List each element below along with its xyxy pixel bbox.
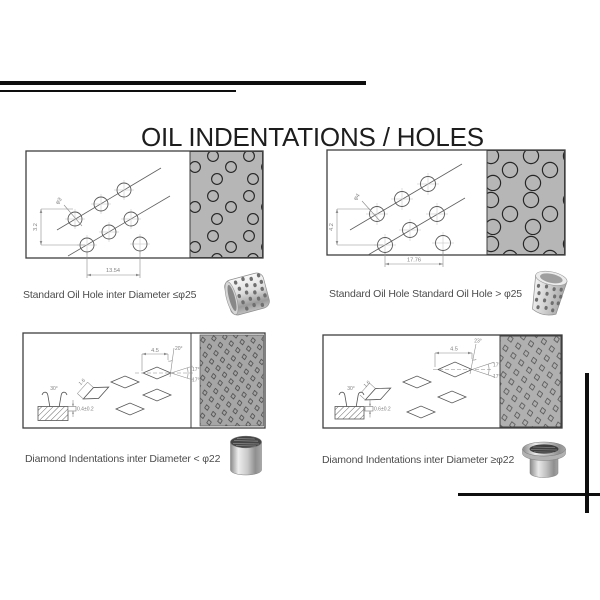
hole-spacing-label: 13.54 [106, 268, 120, 274]
caption-standard-oil-hole-small: Standard Oil Hole inter Diameter ≤φ25 [23, 289, 197, 301]
indentation-profile [41, 391, 68, 407]
bushing-photo-plain-cylinder [230, 435, 262, 476]
oil-hole-texture-swatch [189, 151, 263, 258]
diagonal-dimension [434, 343, 477, 375]
flank-angle-top-label: 17° [493, 363, 501, 369]
technical-drawing-diamond-large: 17° 17° 4.5 23° 1.6 30° 0.6±0.2 [322, 334, 563, 429]
oil-holes [369, 176, 451, 253]
diagonal-label: 4.5 [151, 348, 159, 354]
dimension-arrows [39, 209, 140, 277]
flank-angle-fan [170, 365, 194, 381]
flank-angle-top-label: 17° [192, 367, 200, 373]
depth-label: 0.4±0.2 [77, 407, 94, 413]
depth-dimension [67, 400, 77, 417]
technical-drawing-oil-holes-large: φ4 4.2 17.76 [326, 149, 566, 267]
diagonal-dimension-arrows [142, 352, 168, 356]
diamond-texture-swatch [499, 335, 562, 428]
flank-angle-bottom-label: 17° [192, 378, 200, 384]
depth-dimension [364, 400, 374, 418]
bushing-photo-perforated-small [224, 272, 270, 316]
diagonal-label: 4.5 [450, 347, 458, 353]
diamond-texture-swatch [199, 334, 264, 427]
technical-drawing-oil-holes-small: φ3 3.2 13.54 [25, 150, 264, 278]
profile-angle-label: 30° [50, 386, 58, 392]
hole-diameter-label: φ4 [353, 193, 362, 202]
indentation-profile [338, 391, 365, 407]
hole-diameter-label: φ3 [55, 197, 64, 206]
caption-diamond-indentations-large: Diamond Indentations inter Diameter ≥φ22 [322, 454, 515, 466]
right-decorative-line-vertical [585, 373, 589, 513]
page-title: OIL INDENTATIONS / HOLES [141, 122, 484, 153]
oil-hole-texture-swatch [486, 150, 565, 255]
flank-angle-bottom-label: 17° [493, 374, 501, 380]
diagonal-dimension [141, 347, 175, 378]
profile-angle-label: 30° [347, 386, 355, 392]
edge-label: 1.6 [78, 378, 87, 387]
section-hatch-block [334, 406, 365, 420]
depth-label: 0.6±0.2 [374, 407, 391, 413]
bushing-photo-perforated-large [532, 270, 568, 316]
top-decorative-line-thin [0, 90, 236, 92]
bushing-photo-flanged [522, 441, 566, 478]
edge-label: 1.6 [363, 380, 372, 389]
flank-angle-fan [471, 361, 495, 378]
hole-row-centerlines [56, 167, 171, 257]
top-decorative-line-thick [0, 81, 366, 85]
technical-drawing-diamond-small: 17° 17° 4.5 20° 1.6 30° 0.4±0.2 [22, 332, 266, 429]
tip-angle-label: 23° [474, 339, 482, 345]
hole-spacing-label: 17.76 [407, 258, 421, 264]
edge-dimension [77, 381, 94, 400]
section-hatch-block [37, 406, 69, 421]
tip-angle-label: 20° [175, 346, 183, 352]
caption-diamond-indentations-small: Diamond Indentations inter Diameter < φ2… [25, 453, 221, 465]
bottom-decorative-line-horizontal [458, 493, 600, 496]
row-offset-label: 4.2 [329, 223, 335, 231]
caption-standard-oil-hole-large: Standard Oil Hole Standard Oil Hole > φ2… [329, 288, 522, 300]
row-offset-label: 3.2 [33, 223, 39, 231]
dimension-lines [336, 208, 444, 267]
oil-holes [67, 182, 148, 253]
diagonal-dimension-arrows [435, 351, 472, 355]
hole-diameter-leader [361, 200, 381, 222]
dimension-arrows [335, 209, 443, 266]
hole-diameter-leader [63, 204, 83, 227]
dimension-lines [40, 208, 141, 278]
